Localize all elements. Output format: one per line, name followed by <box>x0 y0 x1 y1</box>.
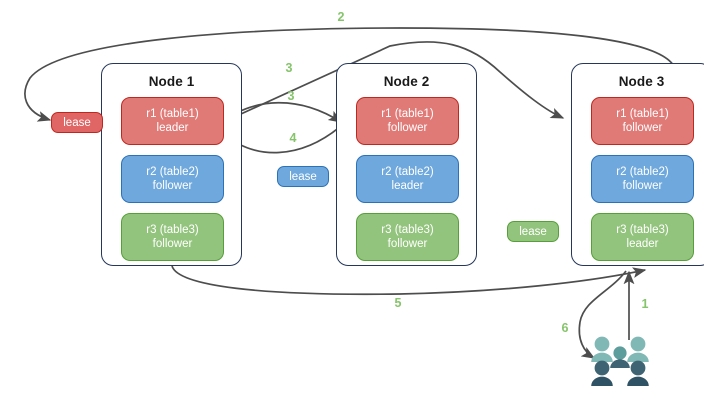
step-label-1: 1 <box>636 297 654 311</box>
replica-r2[interactable]: r2 (table2) follower <box>121 155 224 203</box>
arrow-step-5 <box>171 265 647 296</box>
step-number: 5 <box>394 296 402 310</box>
replica-r3[interactable]: r3 (table3) leader <box>591 213 694 261</box>
lease-badge-red[interactable]: lease <box>51 112 103 133</box>
lease-badge-blue[interactable]: lease <box>277 166 329 187</box>
replica-r3[interactable]: r3 (table3) follower <box>356 213 459 261</box>
step-label-2: 2 <box>332 10 350 24</box>
replica-role: follower <box>622 180 663 192</box>
step-number: 6 <box>561 321 569 335</box>
lease-label: lease <box>289 170 317 183</box>
replica-name: r3 (table3) <box>616 224 669 236</box>
step-number: 3 <box>285 61 293 75</box>
replica-r2[interactable]: r2 (table2) follower <box>591 155 694 203</box>
replica-name: r2 (table2) <box>381 166 434 178</box>
replica-role: follower <box>387 122 428 134</box>
replica-r1[interactable]: r1 (table1) follower <box>591 97 694 145</box>
replica-role: follower <box>387 238 428 250</box>
node-box-1[interactable]: Node 1 r1 (table1) leader r2 (table2) fo… <box>101 63 242 266</box>
step-number: 3 <box>287 89 295 103</box>
step-label-3-lower: 3 <box>282 89 300 103</box>
replica-r1[interactable]: r1 (table1) leader <box>121 97 224 145</box>
node-title: Node 3 <box>618 74 665 89</box>
node-box-2[interactable]: Node 2 r1 (table1) follower r2 (table2) … <box>336 63 477 266</box>
node-title: Node 1 <box>148 74 195 89</box>
replica-role: leader <box>626 238 659 250</box>
replica-name: r3 (table3) <box>146 224 199 236</box>
step-number: 4 <box>289 131 297 145</box>
replica-r2[interactable]: r2 (table2) leader <box>356 155 459 203</box>
replica-name: r1 (table1) <box>146 108 199 120</box>
replica-name: r2 (table2) <box>146 166 199 178</box>
lease-label: lease <box>519 225 547 238</box>
replica-name: r2 (table2) <box>616 166 669 178</box>
step-number: 2 <box>337 10 345 24</box>
replica-name: r1 (table1) <box>381 108 434 120</box>
lease-badge-green[interactable]: lease <box>507 221 559 242</box>
users-group-icon <box>591 336 649 386</box>
step-label-5: 5 <box>389 296 407 310</box>
replica-name: r3 (table3) <box>381 224 434 236</box>
replica-role: leader <box>156 122 189 134</box>
replica-name: r1 (table1) <box>616 108 669 120</box>
step-label-4: 4 <box>284 131 302 145</box>
node-title: Node 2 <box>383 74 430 89</box>
node-box-3[interactable]: Node 3 r1 (table1) follower r2 (table2) … <box>571 63 704 266</box>
replica-role: follower <box>152 238 193 250</box>
step-label-6: 6 <box>556 321 574 335</box>
replica-r1[interactable]: r1 (table1) follower <box>356 97 459 145</box>
replica-role: leader <box>391 180 424 192</box>
step-number: 1 <box>641 297 649 311</box>
lease-label: lease <box>63 116 91 129</box>
replica-role: follower <box>622 122 663 134</box>
step-label-3-upper: 3 <box>280 61 298 75</box>
replica-r3[interactable]: r3 (table3) follower <box>121 213 224 261</box>
replica-role: follower <box>152 180 193 192</box>
